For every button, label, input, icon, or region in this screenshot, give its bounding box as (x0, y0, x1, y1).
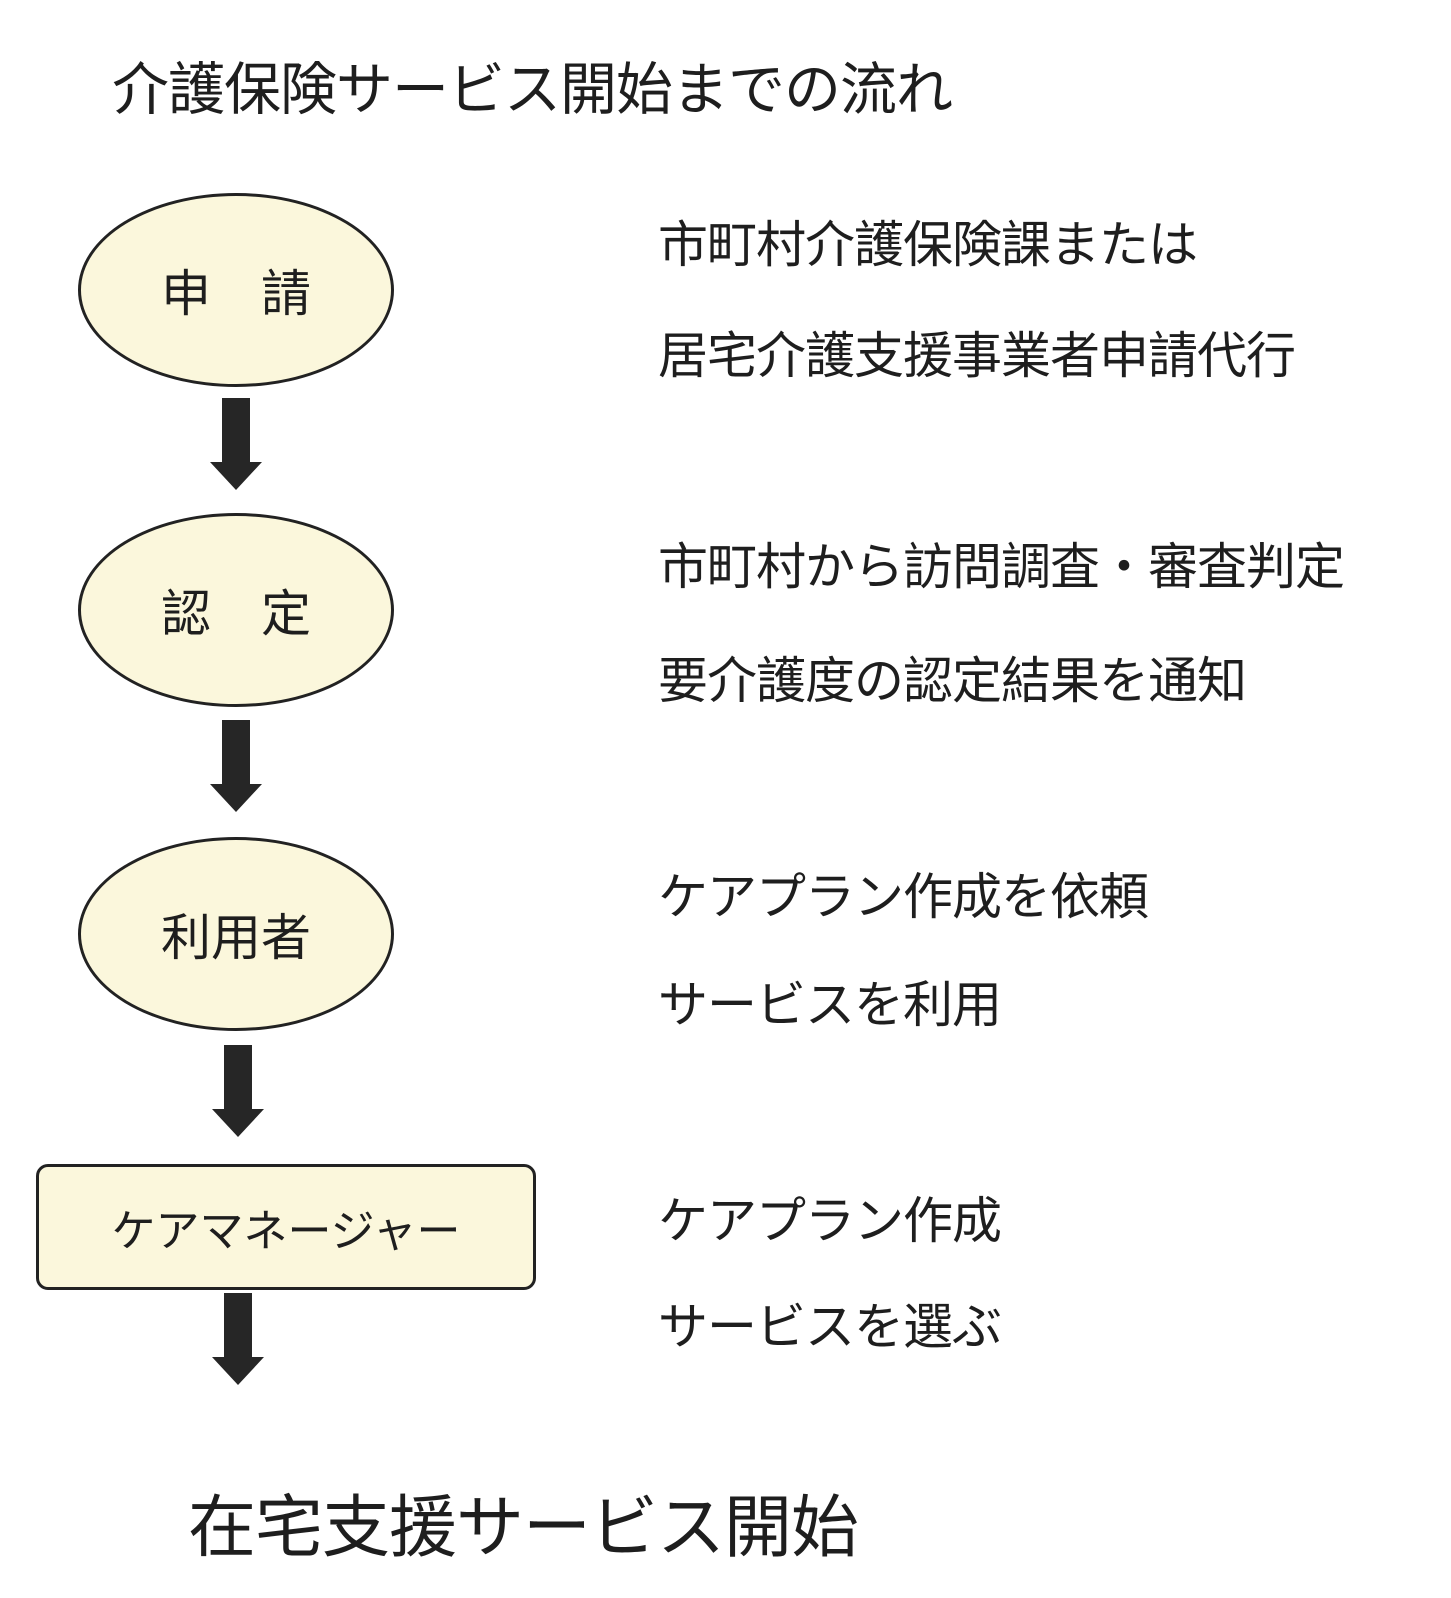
step-care-manager: ケアマネージャー (36, 1164, 536, 1290)
step-application: 申 請 (78, 193, 394, 387)
step-application-label: 申 請 (161, 265, 311, 323)
step-application-desc-line-1: 市町村介護保険課または (658, 216, 1198, 274)
step-user: 利用者 (78, 837, 394, 1031)
step-user-desc-line-2: サービスを利用 (658, 976, 1002, 1034)
step-certification-desc-line-1: 市町村から訪問調査・審査判定 (658, 538, 1345, 596)
flow-arrow-2 (210, 720, 262, 812)
final-outcome: 在宅支援サービス開始 (188, 1489, 859, 1568)
flow-arrow-2-head (210, 784, 262, 812)
step-certification-desc-line-2: 要介護度の認定結果を通知 (658, 652, 1247, 710)
flow-arrow-3-head (212, 1109, 264, 1137)
flow-arrow-3 (212, 1045, 264, 1137)
flow-arrow-2-shaft (222, 720, 250, 786)
step-certification: 認 定 (78, 513, 394, 707)
flow-arrow-4-shaft (224, 1293, 252, 1359)
step-application-desc-line-2: 居宅介護支援事業者申請代行 (658, 327, 1296, 385)
step-user-label: 利用者 (161, 909, 311, 967)
step-care-manager-desc-line-1: ケアプラン作成 (658, 1192, 1002, 1250)
step-certification-label: 認 定 (161, 585, 311, 643)
flow-arrow-4 (212, 1293, 264, 1385)
page-title: 介護保険サービス開始までの流れ (112, 57, 953, 123)
step-care-manager-label: ケアマネージャー (111, 1206, 461, 1257)
flow-arrow-1-head (210, 462, 262, 490)
step-care-manager-desc-line-2: サービスを選ぶ (658, 1298, 1002, 1356)
flow-arrow-1 (210, 398, 262, 490)
step-user-desc-line-1: ケアプラン作成を依頼 (658, 868, 1149, 926)
flow-arrow-3-shaft (224, 1045, 252, 1111)
flow-arrow-4-head (212, 1357, 264, 1385)
flow-arrow-1-shaft (222, 398, 250, 464)
